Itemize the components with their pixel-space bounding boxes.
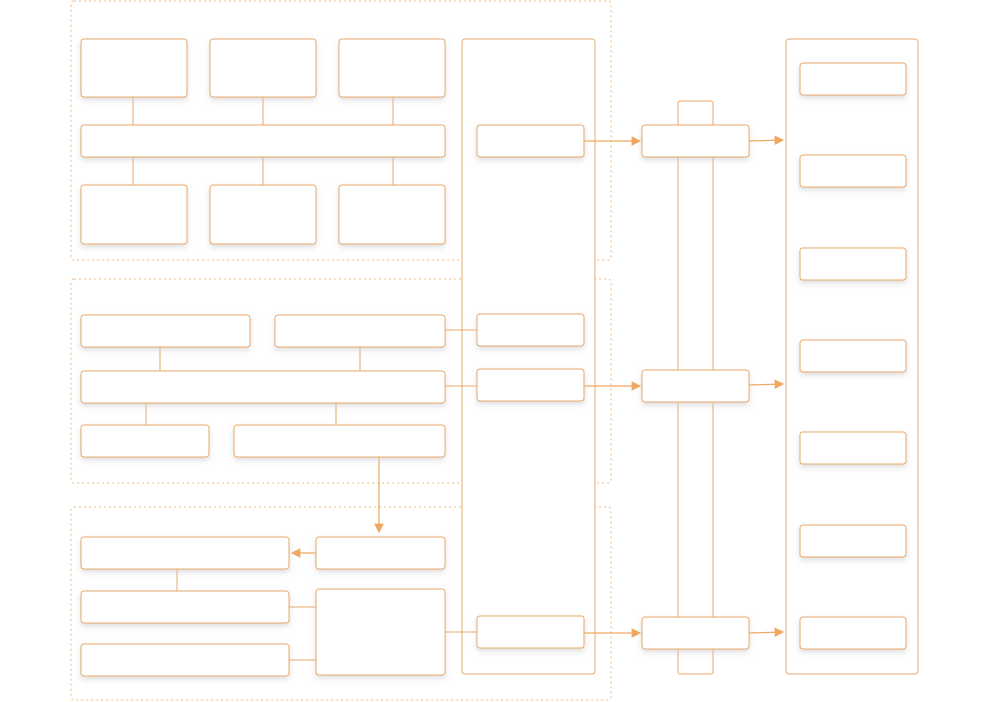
bus-box-3 xyxy=(641,616,750,650)
group-middle xyxy=(70,278,612,484)
g1-top-1 xyxy=(80,38,188,98)
g3-left-3 xyxy=(80,643,290,677)
g2-top-1 xyxy=(80,314,251,348)
arrow-right-2 xyxy=(748,379,785,390)
right-box-1 xyxy=(799,62,907,96)
right-box-6 xyxy=(799,524,907,558)
middle-column xyxy=(461,38,596,675)
right-box-7 xyxy=(799,616,907,650)
mid-box-4 xyxy=(476,615,585,649)
mid-box-3 xyxy=(476,368,585,402)
g1-top-3 xyxy=(338,38,446,98)
right-box-2 xyxy=(799,154,907,188)
right-box-4 xyxy=(799,339,907,373)
right-box-3 xyxy=(799,247,907,281)
g3-small xyxy=(315,536,446,570)
g3-big xyxy=(315,588,446,676)
g2-bottom-2 xyxy=(233,424,446,458)
g1-bar xyxy=(80,124,446,158)
bus-box-1 xyxy=(641,124,750,158)
mid-box-1 xyxy=(476,124,585,158)
g2-top-2 xyxy=(274,314,446,348)
g2-bottom-1 xyxy=(80,424,210,458)
g1-top-2 xyxy=(209,38,317,98)
bus-box-2 xyxy=(641,369,750,403)
arrow-right-1 xyxy=(748,135,785,146)
mid-box-2 xyxy=(476,313,585,347)
group-top xyxy=(70,0,612,261)
arrow-right-3 xyxy=(748,627,785,638)
g3-left-1 xyxy=(80,536,290,570)
right-box-5 xyxy=(799,431,907,465)
group-bottom xyxy=(70,506,612,701)
g1-bottom-1 xyxy=(80,184,188,245)
g3-left-2 xyxy=(80,590,290,624)
g2-bar xyxy=(80,370,446,404)
g1-bottom-2 xyxy=(209,184,317,245)
g1-bottom-3 xyxy=(338,184,446,245)
